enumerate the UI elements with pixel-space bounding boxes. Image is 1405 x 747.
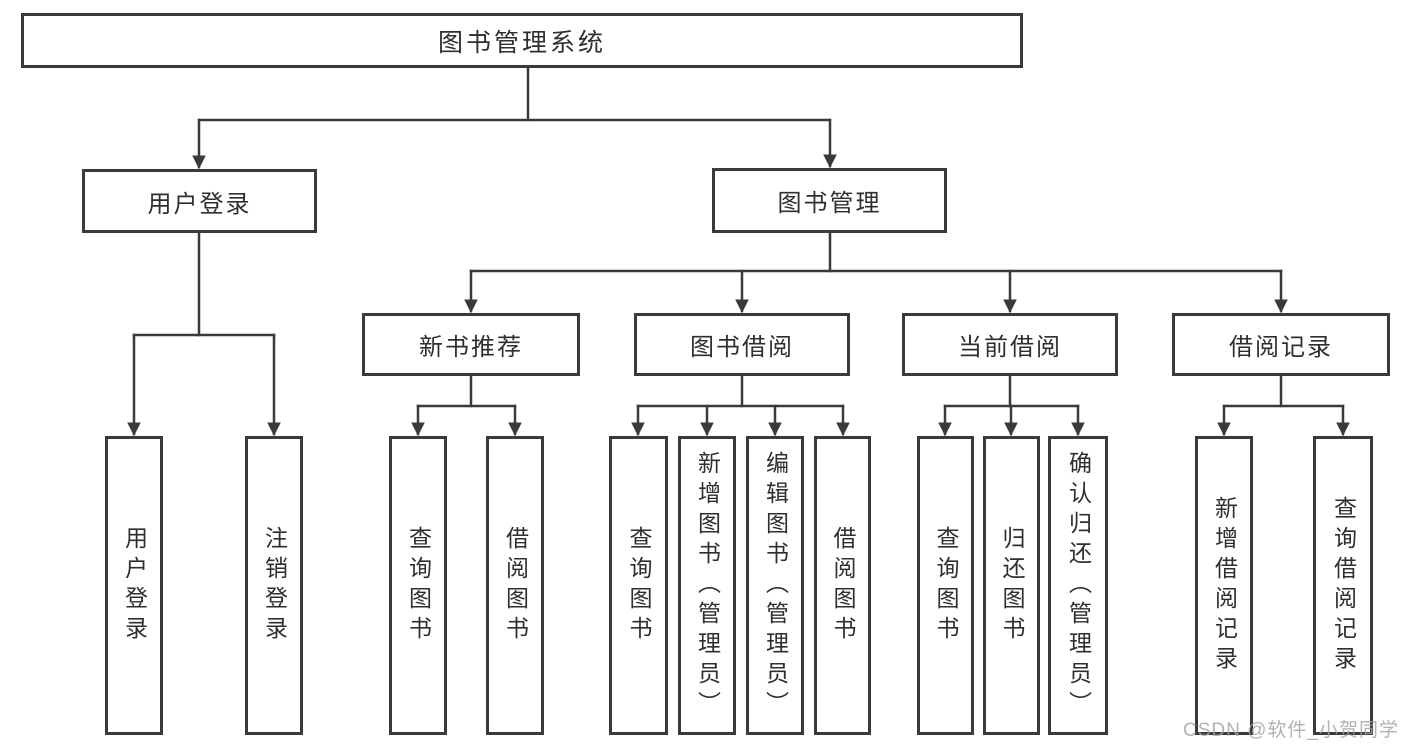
node-current-borrow: 当前借阅 bbox=[902, 313, 1118, 376]
leaf-borrow-books-recommend: 借阅图书 bbox=[486, 436, 544, 735]
leaf-add-borrow-record: 新增借阅记录 bbox=[1195, 436, 1253, 735]
node-user-login: 用户登录 bbox=[82, 169, 317, 233]
leaf-query-borrow-record: 查询借阅记录 bbox=[1313, 436, 1373, 735]
node-new-book-recommend: 新书推荐 bbox=[362, 313, 580, 376]
watermark: CSDN @软件_小贺同学 bbox=[1183, 720, 1399, 741]
leaf-query-books-recommend: 查询图书 bbox=[389, 436, 447, 735]
node-library-management-system: 图书管理系统 bbox=[21, 13, 1023, 68]
leaf-logout: 注销登录 bbox=[245, 436, 303, 735]
node-borrow-records: 借阅记录 bbox=[1172, 313, 1390, 376]
leaf-return-book: 归还图书 bbox=[983, 436, 1040, 735]
node-book-management: 图书管理 bbox=[712, 168, 947, 233]
leaf-query-books-borrow: 查询图书 bbox=[609, 436, 668, 735]
leaf-user-login: 用户登录 bbox=[105, 436, 163, 735]
leaf-query-books-current: 查询图书 bbox=[917, 436, 974, 735]
leaf-confirm-return-admin: 确认归还（管理员） bbox=[1048, 436, 1108, 735]
leaf-borrow-books: 借阅图书 bbox=[814, 436, 871, 735]
node-book-borrow: 图书借阅 bbox=[634, 313, 850, 376]
leaf-add-book-admin: 新增图书（管理员） bbox=[678, 436, 736, 735]
leaf-edit-book-admin: 编辑图书（管理员） bbox=[746, 436, 804, 735]
